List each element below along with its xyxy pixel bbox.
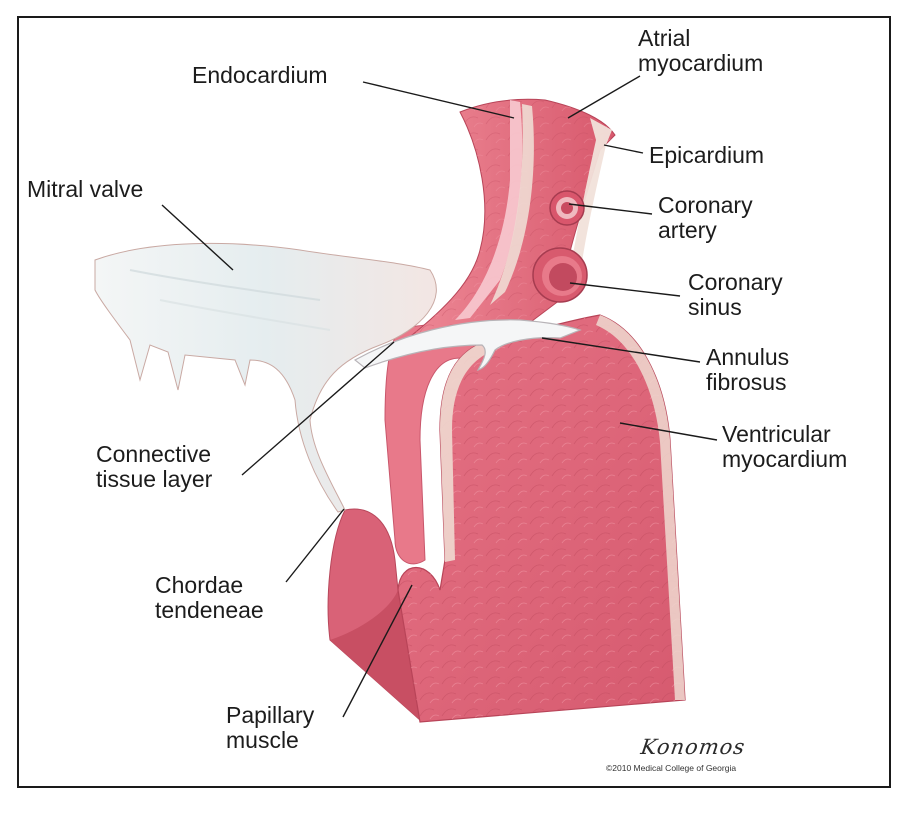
label-chordae-tendeneae: Chordae tendeneae — [155, 572, 264, 623]
label-ventricular-myocardium: Ventricular myocardium — [722, 421, 848, 472]
atrial-endocardium-stripe — [455, 100, 523, 320]
label-papillary-muscle: Papillary muscle — [226, 702, 315, 753]
leader-connective-tissue-layer — [241, 341, 395, 476]
leader-epicardium — [603, 144, 644, 154]
artist-signature: Konomos — [639, 735, 747, 759]
label-coronary-artery: Coronary artery — [658, 192, 753, 243]
leader-papillary-muscle — [342, 584, 413, 718]
label-atrial-myocardium: Atrial myocardium — [638, 25, 764, 76]
label-coronary-sinus: Coronary sinus — [688, 269, 783, 320]
label-annulus-fibrosus: Annulus fibrosus — [706, 344, 790, 395]
leader-coronary-artery — [568, 203, 653, 215]
label-endocardium: Endocardium — [192, 62, 328, 88]
mitral-valve-shape — [94, 242, 437, 513]
label-mitral-valve: Mitral valve — [27, 176, 144, 202]
label-epicardium: Epicardium — [649, 142, 765, 168]
leader-coronary-sinus — [569, 282, 681, 297]
copyright-notice: ©2010 Medical College of Georgia — [606, 763, 737, 773]
leader-endocardium — [362, 81, 515, 119]
leader-annulus-fibrosus — [541, 337, 701, 363]
leader-ventricular-myocardium — [619, 422, 718, 441]
ventricular-endocardium-lining — [440, 340, 500, 562]
annulus-fibrosus-shape — [353, 319, 582, 371]
leader-atrial-myocardium — [567, 75, 641, 119]
leader-mitral-valve — [161, 204, 234, 271]
label-connective-tissue-layer: Connective tissue layer — [96, 441, 213, 492]
leader-chordae-tendeneae — [285, 508, 345, 583]
